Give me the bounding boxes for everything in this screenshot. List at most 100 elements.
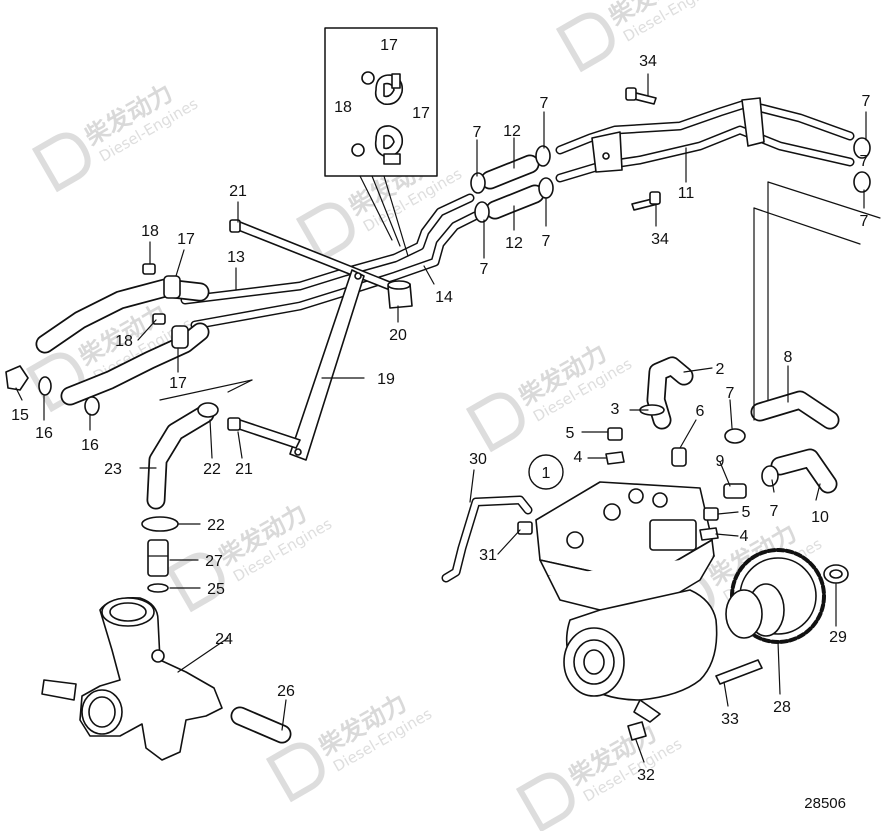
callout-21a: 21 [229, 183, 247, 200]
callout-20: 20 [389, 327, 407, 344]
callout-7d: 7 [542, 233, 551, 250]
fitting-15-16 [5, 365, 100, 416]
callout-31: 31 [479, 547, 497, 564]
document-number: 28506 [804, 795, 846, 812]
inset-callout-17-lower: 17 [412, 105, 430, 122]
callout-4a: 4 [574, 449, 583, 466]
watermark-logo-9: 柴发动力 Diesel-Engines [515, 719, 685, 831]
stay-19 [289, 269, 365, 461]
elbow-6 [671, 447, 687, 467]
callout-14: 14 [435, 289, 453, 306]
clamp-22 [141, 402, 219, 532]
callout-34a: 34 [639, 53, 657, 70]
callout-19: 19 [377, 371, 395, 388]
hose-8 [750, 390, 840, 430]
callout-labels: 17 18 17 1 2 3 4 4 5 5 6 7 7 7 7 7 7 7 7… [11, 37, 870, 812]
union-31 [517, 521, 533, 535]
callout-4b: 4 [740, 528, 749, 545]
hose-10 [770, 448, 838, 494]
callout-7h: 7 [770, 503, 779, 520]
callout-27: 27 [205, 553, 223, 570]
callout-8: 8 [784, 349, 793, 366]
callout-18b: 18 [115, 333, 133, 350]
callout-18a: 18 [141, 223, 159, 240]
callout-17b: 17 [169, 375, 187, 392]
nut-32 [627, 721, 647, 741]
callout-7g: 7 [726, 385, 735, 402]
hose-12-lower [485, 184, 545, 220]
callout-7e: 7 [480, 261, 489, 278]
nipple-27 [147, 539, 169, 577]
clamp-7-group [470, 137, 871, 223]
callout-11: 11 [678, 185, 695, 202]
hose-12-upper [480, 154, 540, 190]
callout-22b: 22 [207, 517, 225, 534]
callout-13: 13 [227, 249, 245, 266]
watermark-logo-1: 柴发动力 Diesel-Engines [31, 79, 201, 193]
pump-housing-24 [41, 596, 223, 761]
callout-25: 25 [207, 581, 225, 598]
callout-12b: 12 [505, 235, 523, 252]
hose-left-lower [60, 322, 210, 406]
inset-box [324, 27, 438, 257]
callout-34b: 34 [651, 231, 669, 248]
callout-7f: 7 [860, 213, 869, 230]
clamp-7-right [724, 428, 779, 487]
bolt-34 [625, 87, 661, 211]
shaft-key [725, 589, 763, 639]
pipe-30 [441, 495, 533, 583]
pipe-bracket [591, 97, 765, 173]
bolt-18-left [142, 263, 166, 325]
callout-1-circle: 1 [528, 454, 564, 490]
spacer-20 [387, 280, 413, 309]
callout-29: 29 [829, 629, 847, 646]
callout-1: 1 [542, 465, 551, 482]
washer-4 [605, 451, 719, 541]
callout-17a: 17 [177, 231, 195, 248]
clip-17-left [163, 275, 189, 349]
washer-29 [823, 564, 849, 584]
bolt-5 [607, 427, 719, 521]
callout-7c: 7 [862, 93, 871, 110]
callout-7a: 7 [540, 95, 549, 112]
callout-5a: 5 [566, 425, 575, 442]
callout-23: 23 [104, 461, 122, 478]
sleeve-26 [230, 706, 292, 744]
callout-7i: 7 [860, 153, 869, 170]
callout-28: 28 [773, 699, 791, 716]
seal-25 [147, 583, 169, 593]
clip-17-lower-icon [374, 125, 404, 165]
callout-7b: 7 [473, 124, 482, 141]
callout-15: 15 [11, 407, 29, 424]
callout-24: 24 [215, 631, 233, 648]
leader-lines [15, 73, 867, 763]
stud-33 [715, 659, 763, 685]
callout-30: 30 [469, 451, 487, 468]
nut-18-inset-icon [351, 71, 375, 157]
callout-16b: 16 [81, 437, 99, 454]
clip-17-upper-icon [374, 73, 404, 106]
pipe-13 [180, 193, 480, 330]
compressor-1 [535, 481, 718, 723]
bolt-21-lower [227, 417, 301, 449]
callout-12a: 12 [503, 123, 521, 140]
inset-callout-18: 18 [334, 99, 352, 116]
inset-callout-17-top: 17 [380, 37, 398, 54]
watermark-logo-6: 柴发动力 Diesel-Engines [165, 499, 335, 613]
callout-6: 6 [696, 403, 705, 420]
callout-10: 10 [811, 509, 829, 526]
callout-5b: 5 [742, 504, 751, 521]
hose-23 [146, 404, 215, 510]
callout-33: 33 [721, 711, 739, 728]
callout-32: 32 [637, 767, 655, 784]
callout-2: 2 [716, 361, 725, 378]
callout-9: 9 [716, 453, 725, 470]
callout-22a: 22 [203, 461, 221, 478]
guide-lines-right [753, 181, 881, 421]
callout-16a: 16 [35, 425, 53, 442]
callout-21b: 21 [235, 461, 253, 478]
nipple-9 [723, 483, 747, 499]
callout-26: 26 [277, 683, 295, 700]
callout-3: 3 [611, 401, 620, 418]
